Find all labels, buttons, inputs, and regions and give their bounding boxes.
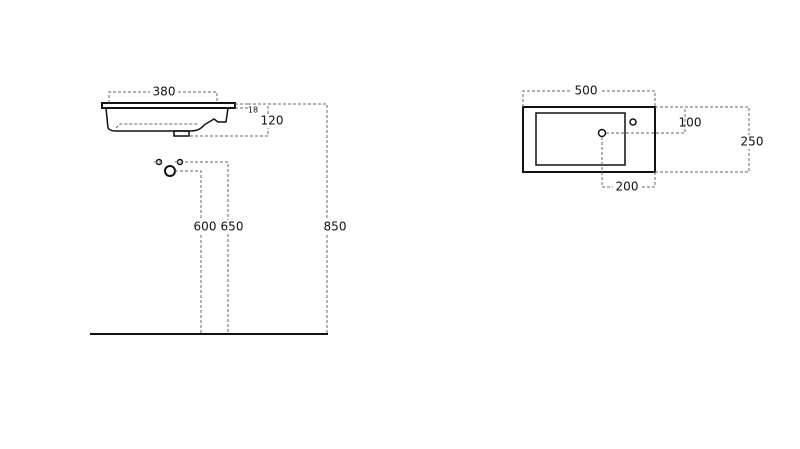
waste-pipe-icon [164, 165, 176, 177]
dim-label-depth: 250 [741, 135, 764, 149]
dim-label-tap-offset: 100 [679, 116, 702, 130]
dim-line-600 [175, 170, 202, 334]
dim-label-waste-height: 650 [221, 220, 244, 234]
dim-line-120 [190, 104, 269, 137]
basin-outline [522, 106, 656, 173]
dim-label-total-height: 850 [324, 220, 347, 234]
dim-line-100 [606, 107, 686, 134]
tap-hole-icon [629, 118, 637, 126]
side-view: 380 18 120 850 600 650 [90, 85, 348, 335]
bowl-inner-outline [115, 123, 198, 129]
dim-label-basin-depth: 120 [261, 114, 284, 128]
dim-line-250 [655, 106, 750, 173]
dim-label-drain-offset: 200 [616, 180, 639, 194]
dim-label-supply-height: 600 [194, 220, 217, 234]
dim-line-650 [185, 161, 229, 334]
dim-label-width: 500 [575, 84, 598, 98]
dim-line-18 [235, 103, 248, 109]
drain-outlet [173, 130, 190, 137]
basin-rim [101, 102, 236, 109]
drain-icon [597, 128, 607, 138]
dim-label-basin-width: 380 [153, 85, 176, 99]
top-view: 500 250 100 200 [522, 84, 766, 194]
dim-line-850 [248, 103, 328, 334]
basin-bowl [105, 107, 229, 132]
bowl-outline [535, 112, 626, 166]
dim-label-rim-thickness: 18 [248, 106, 258, 115]
